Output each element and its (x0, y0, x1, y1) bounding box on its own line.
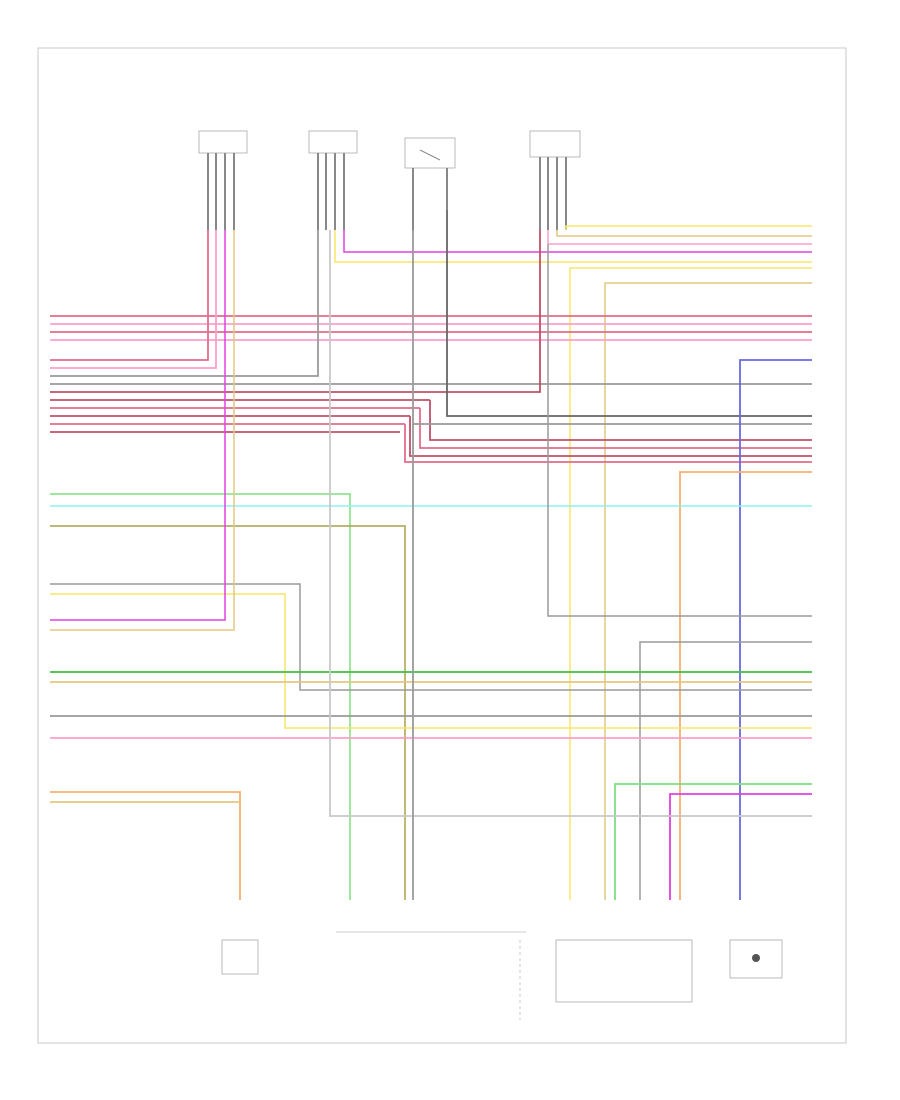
bottom-component-3 (555, 939, 693, 1003)
top-component-1 (198, 130, 248, 230)
bottom-component-1 (221, 939, 259, 975)
diagram-frame (37, 47, 847, 1044)
bottom-component-4 (729, 939, 783, 979)
wire-bundle-lower (50, 230, 812, 900)
wire-bundle-middle (50, 230, 812, 900)
bottom-component-2-connector (336, 931, 526, 1020)
top-component-4 (529, 130, 581, 230)
top-component-3-switch (404, 137, 456, 230)
wire-bundle-main (50, 210, 812, 900)
top-component-2 (308, 130, 358, 230)
